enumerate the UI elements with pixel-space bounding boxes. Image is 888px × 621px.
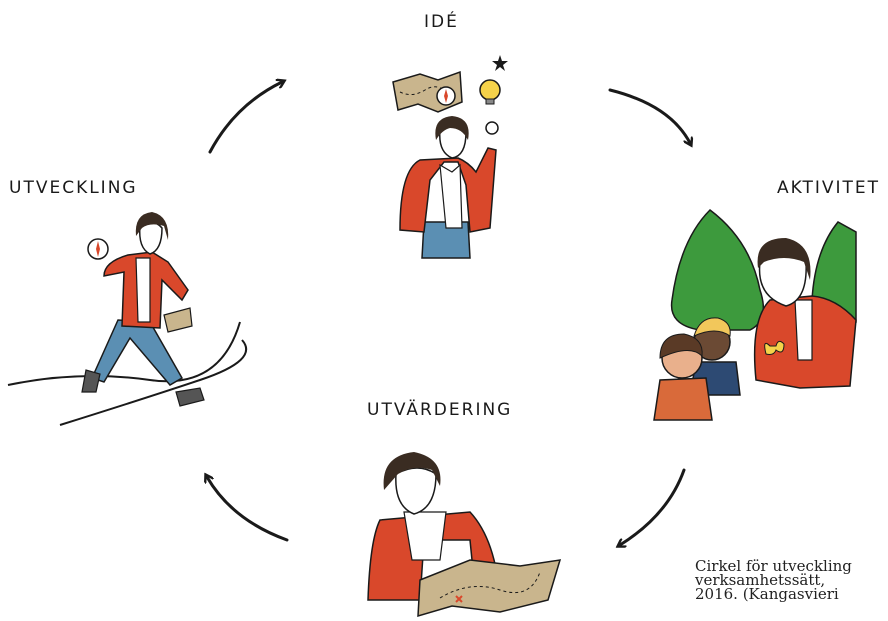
aktivitet-child-girl-hair (659, 333, 703, 359)
caption-line-1: Cirkel för utveckling (695, 557, 852, 575)
label-utveckling: UTVECKLING (9, 178, 138, 198)
caption-line-2: verksamhetssätt, (695, 571, 826, 589)
utveckling-path-line (7, 321, 241, 386)
utvardering-illustration (367, 452, 562, 618)
arrow-aktivitet-to-utvardering (620, 468, 686, 545)
ide-jacket (399, 147, 497, 233)
ide-hair (435, 116, 469, 140)
aktivitet-butterfly (764, 340, 785, 355)
caption-line-3: 2016. (Kangasvieri (695, 585, 839, 603)
arrow-ide-to-aktivitet (608, 88, 690, 143)
ide-lightbulb (479, 79, 501, 101)
ide-hand (485, 121, 499, 135)
label-utvardering: UTVÄRDERING (367, 400, 513, 420)
utvardering-face (395, 467, 437, 515)
aktivitet-adult-hair (757, 238, 811, 280)
label-aktivitet: AKTIVITET (777, 178, 881, 198)
ide-shirt (439, 163, 463, 229)
utvardering-map-mark (455, 595, 463, 603)
utvardering-shirt (403, 511, 447, 561)
aktivitet-adult-shirt (794, 299, 813, 361)
utveckling-shoe-right (175, 387, 205, 407)
utveckling-illustration (7, 212, 248, 426)
ide-star (492, 55, 508, 71)
ide-illustration (392, 55, 508, 259)
utveckling-rolled-map (163, 307, 193, 333)
utvardering-map (417, 559, 562, 618)
arrow-utveckling-to-ide (208, 82, 282, 154)
aktivitet-illustration (653, 209, 857, 421)
aktivitet-child-girl-body (653, 377, 713, 421)
label-ide: IDÉ (424, 12, 459, 32)
utveckling-shirt (135, 257, 151, 323)
utvardering-hair (383, 452, 441, 490)
aktivitet-child-boy-hair (693, 317, 731, 337)
utveckling-hair (135, 212, 169, 240)
aktivitet-tree-left (670, 209, 765, 331)
figure-caption: Cirkel för utveckling verksamhetssätt, 2… (695, 557, 888, 603)
utvardering-jacket (367, 511, 501, 601)
utveckling-shoe-left (81, 369, 101, 393)
arrow-utvardering-to-utveckling (207, 477, 289, 542)
